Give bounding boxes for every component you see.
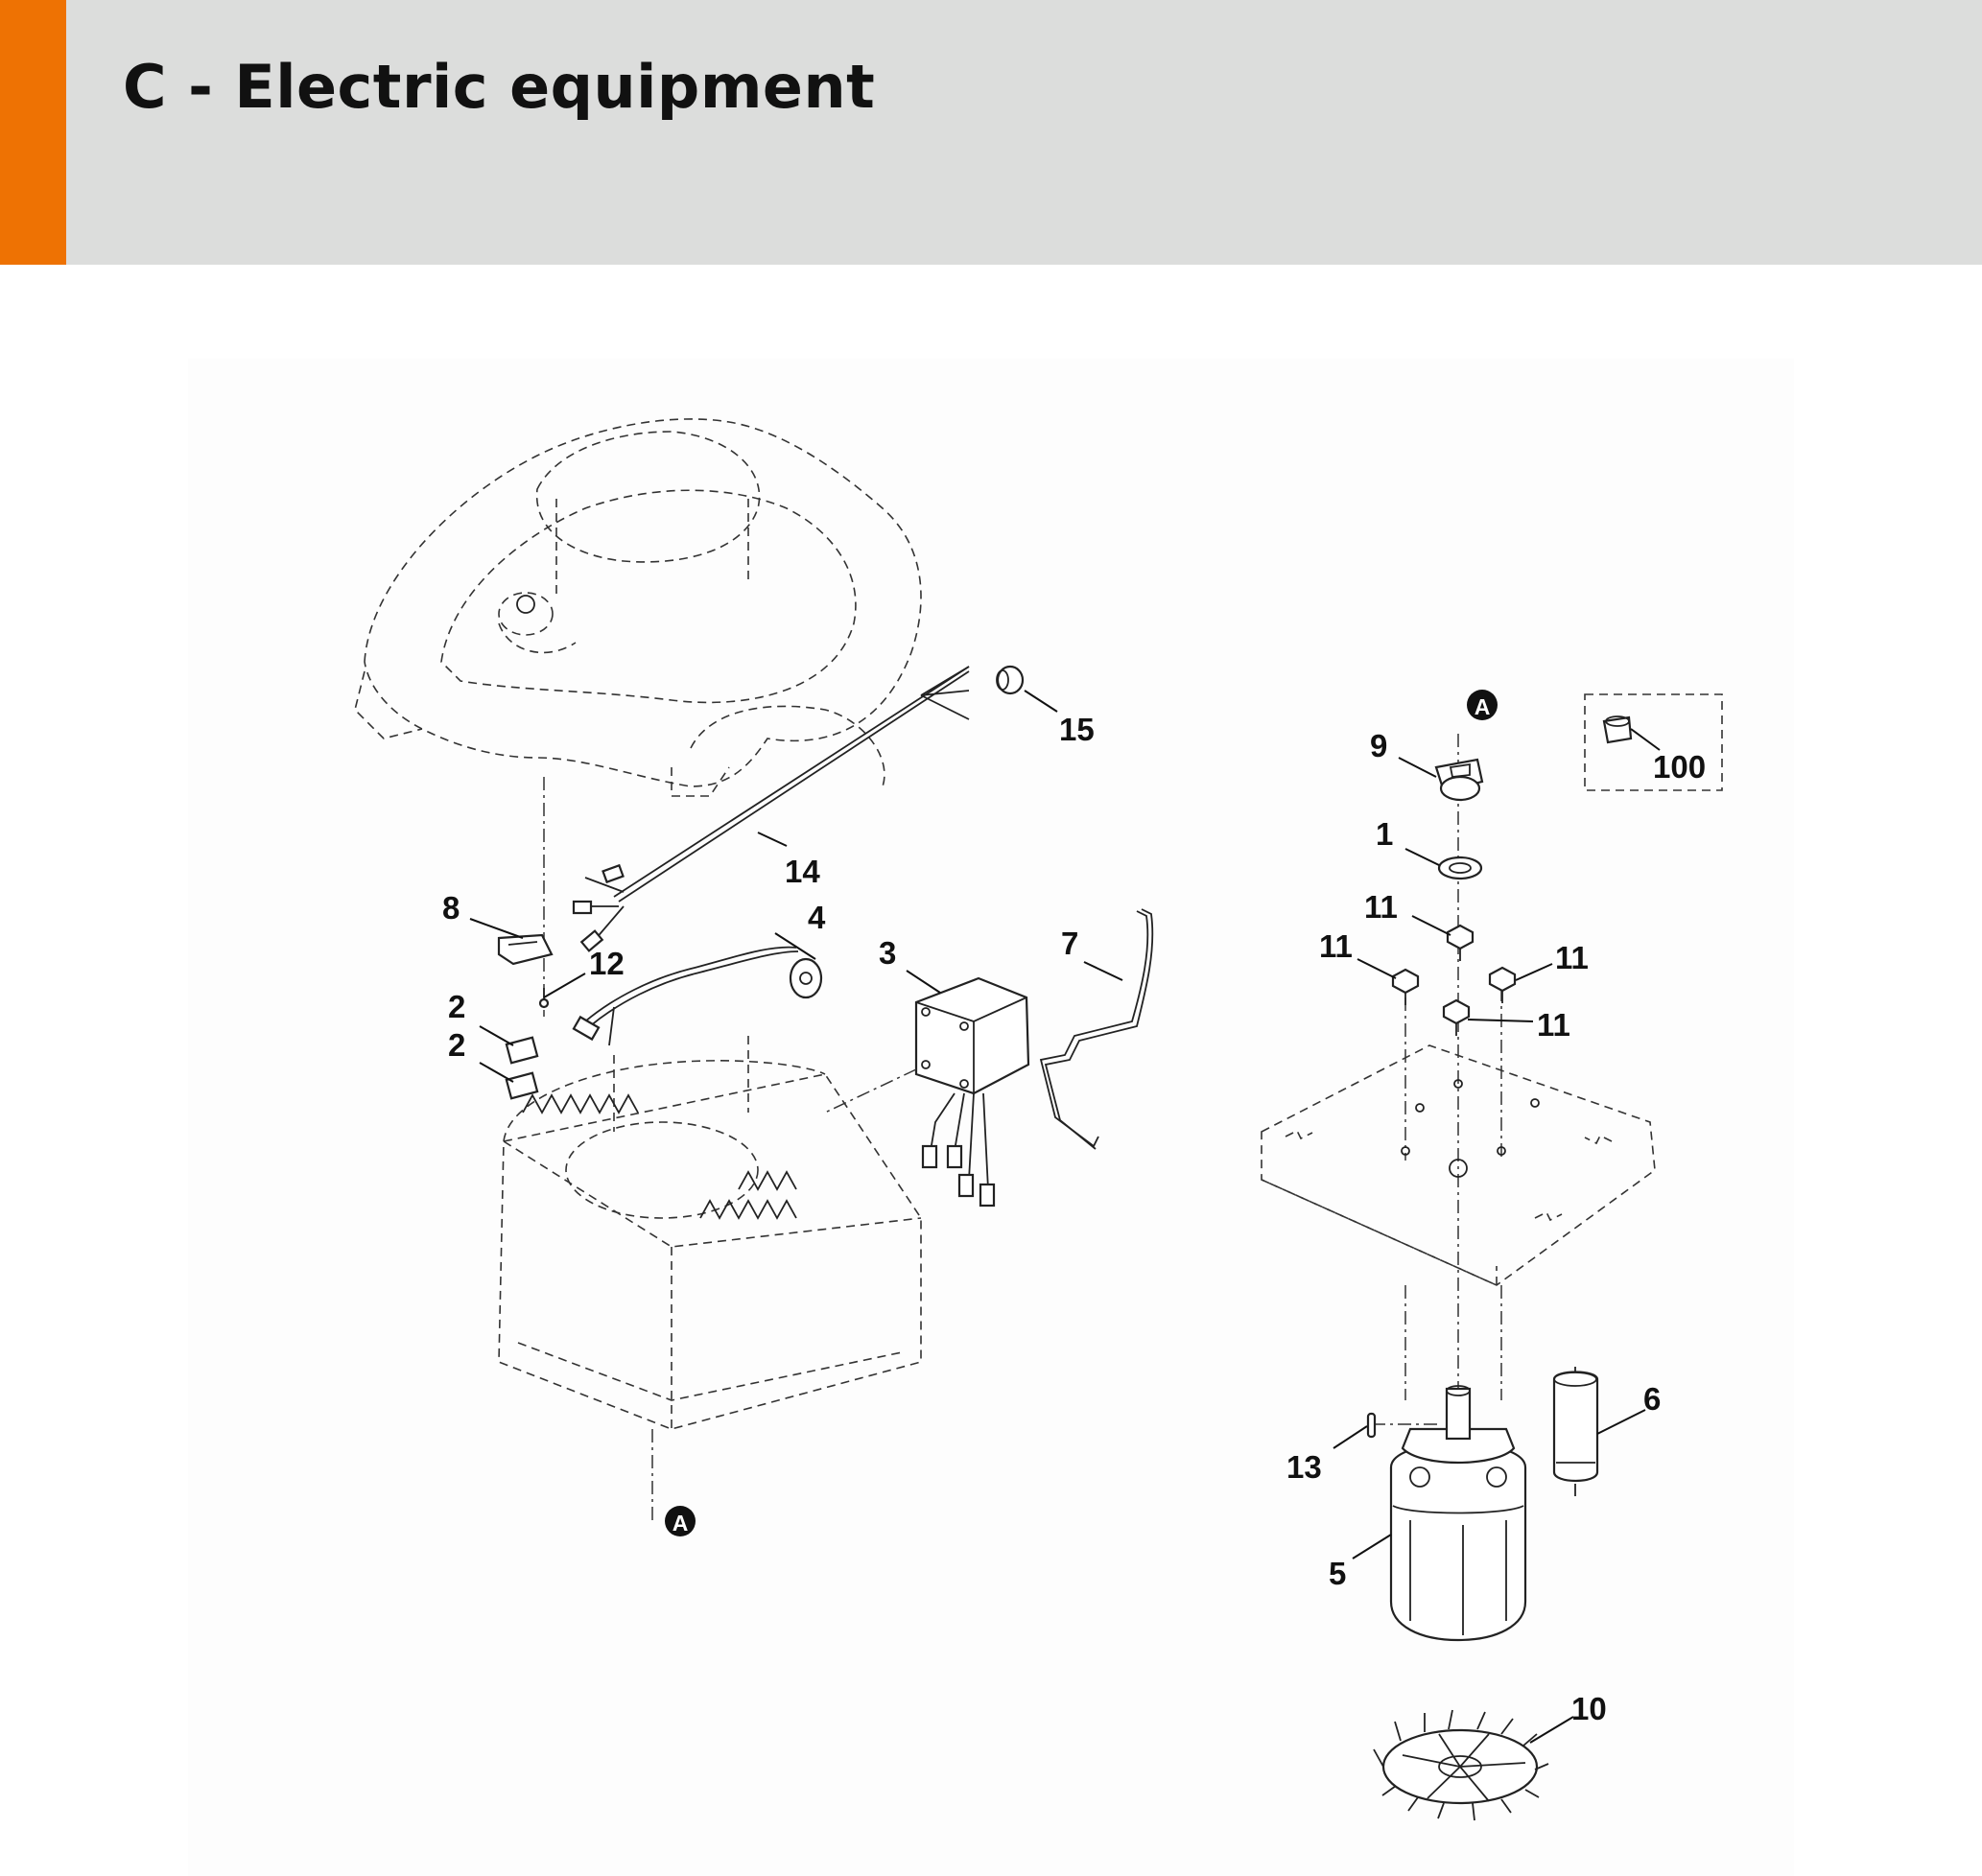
callout-13: 13: [1286, 1449, 1322, 1485]
callout-labels: 15 14 4 3 7 8 12 2 2 9 1 11 11 11 11 13 …: [442, 712, 1706, 1726]
part-1-washer: [1437, 856, 1483, 880]
part-15-grommet: [996, 665, 1025, 695]
callout-9: 9: [1370, 728, 1387, 763]
callout-15: 15: [1059, 712, 1095, 747]
part-100-kit-box: [1584, 693, 1723, 791]
part-13-pin: [1366, 1412, 1377, 1439]
reference-marker-a-bottom: A: [665, 1506, 696, 1536]
callout-3: 3: [879, 935, 896, 971]
reference-marker-a-bottom-label: A: [672, 1511, 689, 1536]
part-6-capacitor: [1552, 1367, 1599, 1496]
callout-1: 1: [1376, 816, 1393, 852]
callout-11c: 11: [1555, 940, 1589, 975]
part-9-bushing: [1434, 758, 1484, 802]
callout-2a: 2: [448, 989, 465, 1024]
callout-2b: 2: [448, 1027, 465, 1063]
callout-14: 14: [785, 854, 820, 889]
part-8-switch: [497, 933, 554, 966]
part-7-wire-bracket: [1039, 908, 1154, 1150]
part-5-motor: [1389, 1385, 1527, 1642]
callout-12: 12: [589, 946, 625, 981]
callout-100: 100: [1653, 749, 1706, 785]
callout-8: 8: [442, 890, 460, 926]
motor-plate-phantom: [1261, 1044, 1656, 1286]
callout-5: 5: [1329, 1556, 1346, 1591]
lower-housing-phantom: [498, 1036, 922, 1430]
part-11-bolts: [1391, 924, 1517, 1036]
callout-4: 4: [808, 900, 826, 935]
header-accent-bar: [0, 0, 66, 265]
part-4-power-cable: [572, 946, 823, 1046]
callout-11b: 11: [1319, 928, 1353, 964]
part-3-control-box: [824, 976, 1030, 1208]
upper-housing-phantom: [354, 418, 922, 797]
callout-6: 6: [1643, 1381, 1661, 1417]
reference-marker-a-top: A: [1467, 690, 1498, 720]
part-14-cable-harness: [572, 666, 970, 952]
part-10-fan: [1373, 1709, 1549, 1821]
part-2-microswitches: [505, 1036, 539, 1100]
page-header: C - Electric equipment: [0, 0, 1982, 265]
callout-11d: 11: [1537, 1007, 1570, 1043]
callout-7: 7: [1061, 926, 1078, 961]
callout-11a: 11: [1364, 889, 1398, 925]
diagram-canvas: [188, 359, 1794, 1876]
callout-10: 10: [1571, 1691, 1607, 1726]
reference-marker-a-top-label: A: [1475, 694, 1491, 719]
leader-lines: [469, 690, 1661, 1744]
page-title: C - Electric equipment: [123, 52, 876, 122]
